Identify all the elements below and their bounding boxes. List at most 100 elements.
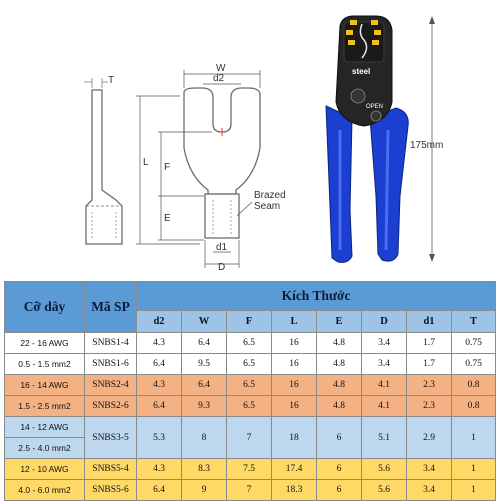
right-handle (369, 107, 409, 262)
value-cell: 4.1 (361, 395, 407, 417)
dim-label-E: E (164, 213, 171, 224)
dim-label-T: T (108, 75, 114, 86)
value-cell: 4.8 (316, 353, 362, 375)
value-cell: 6.5 (226, 395, 272, 417)
dim-label-W: W (216, 63, 226, 74)
value-cell: 9.3 (181, 395, 227, 417)
table-row: 12 - 10 AWG SNBS5-4 4.3 8.3 7.5 17.4 6 5… (4, 458, 497, 480)
value-cell: 0.75 (450, 332, 497, 354)
dim-label-d1: d1 (216, 242, 228, 253)
value-cell: 17.4 (271, 458, 317, 480)
value-cell: 2.3 (406, 374, 452, 396)
value-cell: 4.8 (316, 395, 362, 417)
tool-open-label: OPEN (366, 104, 383, 110)
value-cell: 7 (226, 416, 272, 459)
value-cell: 16 (271, 332, 317, 354)
value-cell: 6.5 (226, 332, 272, 354)
value-cell: 6 (316, 416, 362, 459)
table-row: 14 - 12 AWG SNBS3-5 5.3 8 7 18 6 5.1 2.9… (4, 416, 497, 459)
value-cell: 8 (181, 416, 227, 459)
value-cell: 6 (316, 458, 362, 480)
value-cell: 6.5 (226, 374, 272, 396)
value-cell: 0.8 (450, 374, 497, 396)
wire-size-cell: 14 - 12 AWG (4, 416, 85, 438)
wire-size-cell: 4.0 - 6.0 mm2 (4, 479, 85, 501)
value-cell: 6 (316, 479, 362, 501)
tool-length-label: 175mm (410, 140, 443, 151)
wire-size-cell: 0.5 - 1.5 mm2 (4, 353, 85, 375)
table-row: 16 - 14 AWG SNBS2-4 4.3 6.4 6.5 16 4.8 4… (4, 374, 497, 396)
value-cell: 1.7 (406, 353, 452, 375)
value-cell: 3.4 (406, 458, 452, 480)
value-cell: 4.1 (361, 374, 407, 396)
value-cell: 9 (181, 479, 227, 501)
terminal-side-view (84, 78, 123, 245)
value-cell: 2.9 (406, 416, 452, 459)
tool-brand-label: steel (352, 67, 370, 76)
value-cell: 4.8 (316, 332, 362, 354)
col-header: E (316, 310, 362, 333)
value-cell: 3.4 (406, 479, 452, 501)
part-no-cell: SNBS3-5 (84, 416, 137, 459)
value-cell: 5.6 (361, 479, 407, 501)
value-cell: 6.4 (181, 332, 227, 354)
value-cell: 1 (450, 479, 497, 501)
value-cell: 6.4 (136, 479, 182, 501)
technical-drawings: T W d2 L F E Brazed Seam d1 D (84, 15, 443, 272)
part-no-cell: SNBS5-6 (84, 479, 137, 501)
value-cell: 2.3 (406, 395, 452, 417)
value-cell: 4.8 (316, 374, 362, 396)
value-cell: 6.5 (226, 353, 272, 375)
value-cell: 0.75 (450, 353, 497, 375)
part-no-cell: SNBS1-4 (84, 332, 137, 354)
header-part-no: Mã SP (84, 281, 137, 333)
table-row: 0.5 - 1.5 mm2 SNBS1-6 6.4 9.5 6.5 16 4.8… (4, 353, 497, 375)
value-cell: 1 (450, 458, 497, 480)
crimping-tool: steel OPEN (325, 15, 409, 263)
part-no-cell: SNBS2-6 (84, 395, 137, 417)
value-cell: 3.4 (361, 353, 407, 375)
value-cell: 16 (271, 374, 317, 396)
col-header: F (226, 310, 272, 333)
part-no-cell: SNBS2-4 (84, 374, 137, 396)
value-cell: 1.7 (406, 332, 452, 354)
col-header: d2 (136, 310, 182, 333)
center-mark (218, 128, 226, 136)
value-cell: 6.4 (136, 395, 182, 417)
specification-table: Cỡ dây Mã SP Kích Thước d2 W F L E D d1 … (4, 281, 497, 501)
dim-label-D: D (218, 262, 225, 272)
value-cell: 6.4 (181, 374, 227, 396)
dim-label-F: F (164, 162, 170, 173)
value-cell: 9.5 (181, 353, 227, 375)
value-cell: 16 (271, 353, 317, 375)
header-wire-size: Cỡ dây (4, 281, 85, 333)
wire-size-cell: 1.5 - 2.5 mm2 (4, 395, 85, 417)
value-cell: 18 (271, 416, 317, 459)
header-dimensions: Kích Thước (135, 281, 497, 311)
value-cell: 4.3 (136, 458, 182, 480)
part-no-cell: SNBS1-6 (84, 353, 137, 375)
value-cell: 4.3 (136, 374, 182, 396)
brazed-seam-label-2: Seam (254, 201, 280, 212)
wire-size-cell: 2.5 - 4.0 mm2 (4, 437, 85, 459)
col-header: W (181, 310, 227, 333)
part-no-cell: SNBS5-4 (84, 458, 137, 480)
value-cell: 18.3 (271, 479, 317, 501)
table-row: 4.0 - 6.0 mm2 SNBS5-6 6.4 9 7 18.3 6 5.6… (4, 479, 497, 501)
value-cell: 5.6 (361, 458, 407, 480)
brazed-seam-label-1: Brazed (254, 190, 286, 201)
dim-label-L: L (143, 157, 149, 168)
table-row: 2.5 - 4.0 mm2 (4, 437, 496, 459)
wire-size-cell: 22 - 16 AWG (4, 332, 85, 354)
table-row: 22 - 16 AWG SNBS1-4 4.3 6.4 6.5 16 4.8 3… (4, 332, 497, 354)
wire-size-cell: 16 - 14 AWG (4, 374, 85, 396)
value-cell: 7.5 (226, 458, 272, 480)
value-cell: 4.3 (136, 332, 182, 354)
terminal-front-view (183, 87, 261, 239)
col-header: L (271, 310, 317, 333)
col-header: T (450, 310, 497, 333)
value-cell: 16 (271, 395, 317, 417)
col-header: D (361, 310, 407, 333)
col-header: d1 (406, 310, 452, 333)
value-cell: 1 (450, 416, 497, 459)
